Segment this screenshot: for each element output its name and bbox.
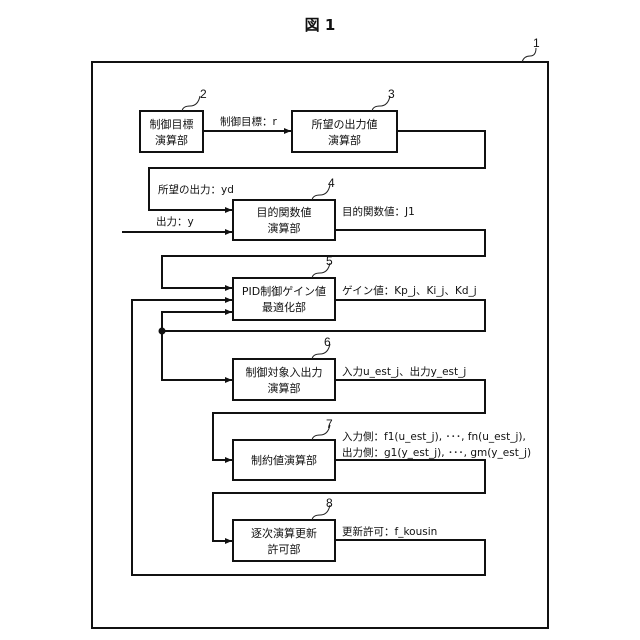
- signal-label-constraint-output: 出力側：g1(y_est_j), ･･･, gm(y_est_j): [342, 446, 531, 459]
- signal-label-update-permission: 更新許可：f_kousin: [342, 525, 437, 538]
- block-6-label-line2: 演算部: [268, 381, 301, 395]
- block-plant-io-calculator: 制御対象入出力 演算部 6: [233, 335, 335, 400]
- block-3-ref-number: 3: [388, 87, 395, 101]
- signal-label-constraint-input: 入力側：f1(u_est_j), ･･･, fn(u_est_j),: [342, 430, 526, 443]
- block-5-label-line1: PID制御ゲイン値: [242, 284, 326, 298]
- system-ref-number: 1: [533, 36, 540, 50]
- signal-label-control-target: 制御目標：r: [220, 115, 277, 128]
- block-5-label-line2: 最適化部: [262, 300, 306, 314]
- block-6-label-line1: 制御対象入出力: [246, 365, 323, 379]
- block-8-label-line1: 逐次演算更新: [251, 526, 317, 540]
- block-constraint-calculator: 制約値演算部 7: [233, 417, 335, 480]
- block-5-ref-number: 5: [326, 254, 333, 268]
- block-2-label-line1: 制御目標: [150, 117, 194, 131]
- block-2-leader-line: [182, 96, 200, 111]
- block-update-permission: 逐次演算更新 許可部 8: [233, 496, 335, 561]
- block-pid-gain-optimizer: PID制御ゲイン値 最適化部 5: [233, 254, 335, 320]
- block-4-label-line1: 目的関数値: [257, 205, 312, 219]
- arrow-gain-to-5: [162, 312, 232, 331]
- block-3-label-line2: 演算部: [328, 133, 361, 147]
- block-control-target-calculator: 制御目標 演算部 2: [140, 87, 207, 152]
- block-2-ref-number: 2: [200, 87, 207, 101]
- block-8-ref-number: 8: [326, 496, 333, 510]
- block-7-label: 制約値演算部: [251, 453, 317, 467]
- figure-title: 図 1: [305, 16, 336, 34]
- block-7-ref-number: 7: [326, 417, 333, 431]
- junction-dot: [159, 328, 166, 335]
- block-objective-function-calculator: 目的関数値 演算部 4: [233, 176, 335, 240]
- block-desired-output-calculator: 所望の出力値 演算部 3: [292, 87, 397, 152]
- signal-label-desired-output: 所望の出力：yd: [158, 183, 234, 196]
- signal-label-objective-value: 目的関数値：J1: [342, 205, 415, 218]
- signal-label-io-estimates: 入力u_est_j、出力y_est_j: [342, 365, 466, 378]
- block-4-label-line2: 演算部: [268, 221, 301, 235]
- signal-label-gain-values: ゲイン値：Kp_j、Ki_j、Kd_j: [342, 284, 477, 297]
- block-8-label-line2: 許可部: [268, 542, 301, 556]
- block-6-ref-number: 6: [324, 335, 331, 349]
- block-4-ref-number: 4: [328, 176, 335, 190]
- arrow-gain-to-6: [162, 331, 232, 380]
- signal-label-output: 出力：y: [156, 215, 194, 228]
- system-leader-line: [522, 48, 536, 62]
- block-3-label-line1: 所望の出力値: [312, 117, 378, 131]
- block-2-label-line2: 演算部: [155, 133, 188, 147]
